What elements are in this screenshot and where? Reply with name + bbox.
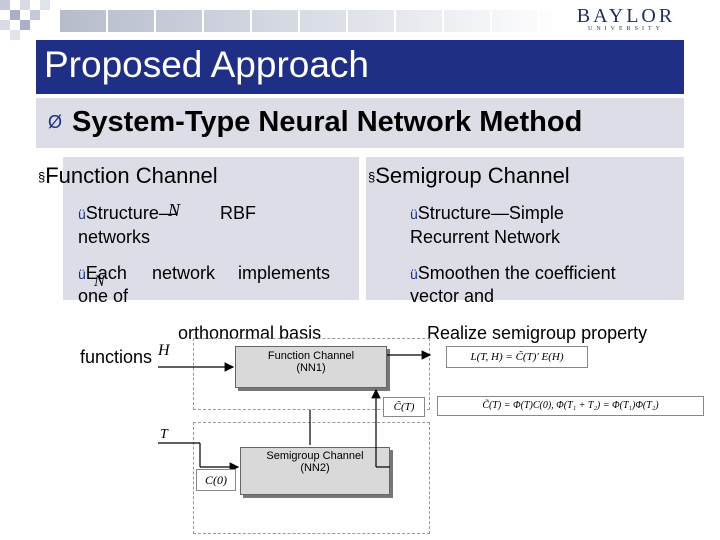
nn1-box: Function Channel (NN1) xyxy=(235,346,387,388)
function-channel-frame xyxy=(193,338,430,410)
left-item1-a: Structure xyxy=(85,203,159,223)
left-item1-b: RBF xyxy=(220,203,256,223)
nn2-box: Semigroup Channel (NN2) xyxy=(240,447,390,495)
subtitle-text: System-Type Neural Network Method xyxy=(72,106,583,138)
ct-label: C̃(T) xyxy=(383,397,425,417)
right-heading-text: Semigroup Channel xyxy=(375,163,570,188)
c0-label: C(0) xyxy=(196,469,236,491)
left-item2-symbol: N xyxy=(94,273,105,290)
check-icon: ü xyxy=(410,206,418,222)
left-heading: §Function Channel xyxy=(38,163,218,189)
baylor-logo: BAYLOR UNIVERSITY xyxy=(566,2,686,36)
title-bar xyxy=(36,40,684,94)
slide-title: Proposed Approach xyxy=(44,44,370,85)
left-item2-c: implements xyxy=(238,263,331,283)
right-item2-a: Smoothen the coefficient xyxy=(417,263,616,283)
right-item1-line1: üStructure—Simple xyxy=(410,203,564,224)
nn2-line1: Semigroup Channel xyxy=(266,450,364,462)
left-item1-c: networks xyxy=(78,227,151,247)
left-item1-dash: — xyxy=(158,203,177,223)
semigroup-channel-frame xyxy=(193,422,430,534)
left-item2-f: functions xyxy=(80,347,153,367)
left-item2-symbol2: H xyxy=(158,342,170,359)
check-icon: ü xyxy=(410,266,418,282)
left-item2-d: one of xyxy=(78,286,129,306)
checker-decoration xyxy=(0,0,50,40)
right-item2-c: Realize semigroup property xyxy=(427,323,648,343)
left-heading-text: Function Channel xyxy=(45,163,218,188)
left-item2-a: Each xyxy=(85,263,127,283)
nn1-line2: (NN1) xyxy=(296,362,326,374)
logo-main-text: BAYLOR xyxy=(576,5,676,27)
nn1-line1: Function Channel xyxy=(267,350,355,362)
header-stripe-lines xyxy=(60,10,560,32)
right-item2-b: vector and xyxy=(410,286,495,306)
right-item2-line1: üSmoothen the coefficient xyxy=(410,263,616,284)
left-item2-line1: üEach xyxy=(78,263,127,284)
right-item1-b: Recurrent Network xyxy=(410,227,561,247)
section-bullet-icon: § xyxy=(38,169,46,185)
section-bullet-icon: § xyxy=(368,169,376,185)
left-item2-b: network xyxy=(152,263,216,283)
check-icon: ü xyxy=(78,206,86,222)
right-heading: §Semigroup Channel xyxy=(368,163,570,189)
left-item1-symbol: N xyxy=(168,200,181,220)
right-panel xyxy=(366,157,684,300)
right-item1-a: Structure—Simple xyxy=(417,203,564,223)
left-item1-line1: üStructure— xyxy=(78,203,177,224)
eq-l-box: L(T, H) = C̃(T)′ E(H) xyxy=(446,346,588,368)
arrow-bullet-icon: Ø xyxy=(48,112,63,132)
nn2-line2: (NN2) xyxy=(300,462,330,474)
logo-sub-text: UNIVERSITY xyxy=(588,26,664,32)
subtitle-bar xyxy=(36,98,684,148)
eq-semigroup-box: C̃(T) = Φ(T)C(0), Φ(T₁ + T₂) = Φ(T₁)Φ(T₂… xyxy=(437,396,704,416)
input-t-label: T xyxy=(160,427,168,442)
left-panel xyxy=(63,157,359,300)
check-icon: ü xyxy=(78,266,86,282)
